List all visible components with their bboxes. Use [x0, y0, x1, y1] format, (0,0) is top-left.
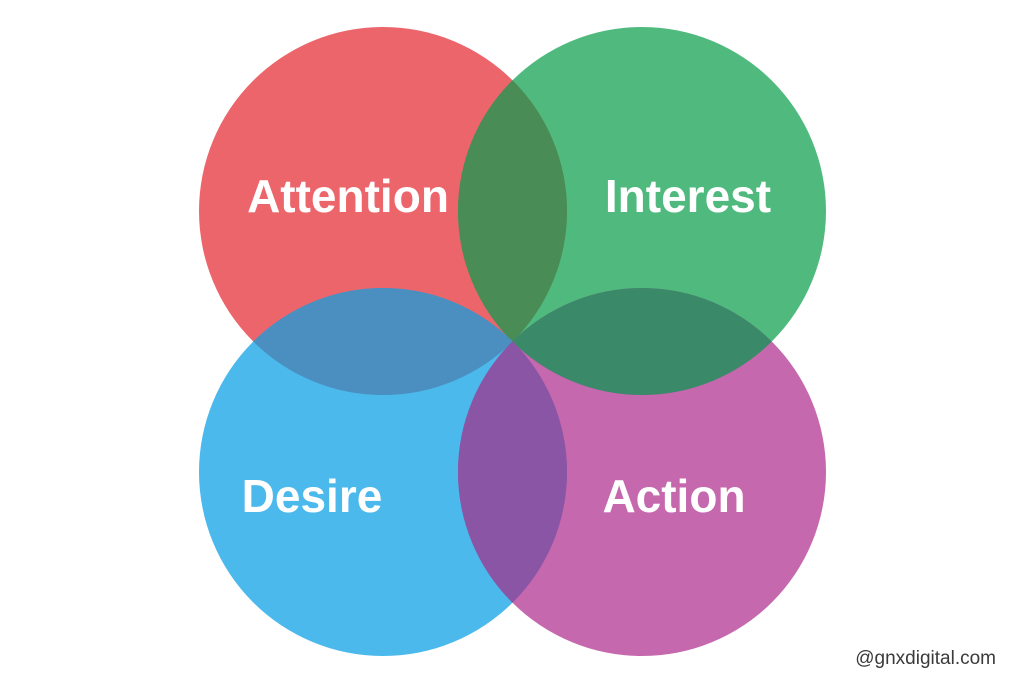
desire-circle	[199, 288, 567, 656]
action-label: Action	[602, 470, 745, 522]
watermark-credit: @gnxdigital.com	[855, 648, 996, 669]
interest-label: Interest	[605, 170, 771, 222]
interest-circle	[458, 27, 826, 395]
attention-circle	[199, 27, 567, 395]
action-circle	[458, 288, 826, 656]
attention-label: Attention	[247, 170, 449, 222]
desire-label: Desire	[242, 470, 383, 522]
